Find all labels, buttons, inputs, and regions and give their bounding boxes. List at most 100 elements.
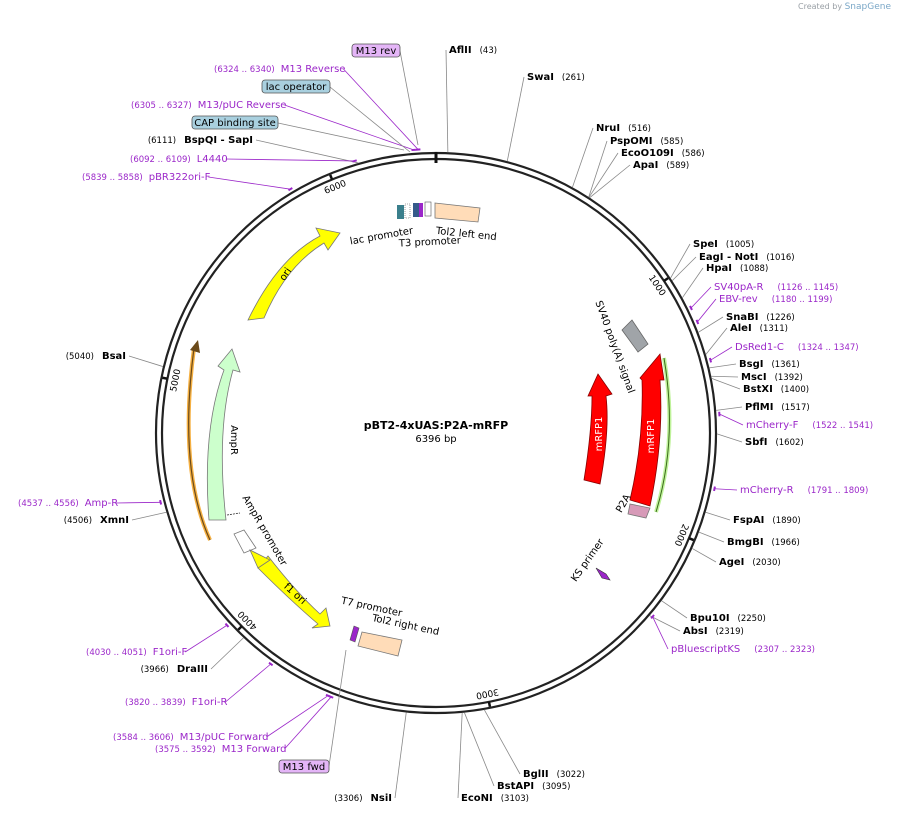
enzyme-aflii: AflII(43) (449, 45, 497, 56)
box-leader-line (277, 122, 405, 151)
enzyme-position: (589) (666, 161, 689, 171)
enzyme-name: SbfI (745, 437, 767, 448)
enzyme-bstxi: BstXI(1400) (743, 384, 809, 395)
primer-mark (713, 486, 716, 492)
enzyme-name: BsgI (739, 359, 763, 370)
primer-mark (328, 695, 334, 699)
enzyme-position: (1890) (772, 516, 800, 526)
tick-mark (663, 277, 669, 282)
enzyme-position: (1088) (740, 264, 768, 274)
enzyme-leader-line (457, 712, 463, 799)
tick-mark (162, 376, 168, 380)
enzyme-position: (516) (628, 124, 651, 134)
m13-rev-box-label: M13 rev (356, 46, 397, 57)
primer-name: pBR322ori-F (149, 172, 211, 183)
primer-leader-line (710, 346, 733, 361)
primer-range: (4030 .. 4051) (86, 648, 147, 658)
primer-leader-line (719, 413, 744, 426)
enzyme-name: Bpu10I (690, 613, 730, 624)
enzyme-agei: AgeI (2030) (719, 557, 781, 568)
enzyme-position: (1517) (781, 403, 809, 413)
primer-name: M13/pUC Reverse (198, 100, 287, 111)
primer-leader-line (225, 158, 355, 162)
primer-m13-forward: (3575 .. 3592)M13 Forward (155, 744, 286, 755)
enzyme-alei: AleI(1311) (730, 323, 788, 334)
enzyme-leader-line (711, 378, 741, 390)
ampr-label: AmpR (228, 425, 239, 455)
plasmid-name: pBT2-4xUAS:P2A-mRFP (364, 419, 508, 432)
enzyme-position: (1016) (766, 253, 794, 263)
enzyme-name: XmnI (100, 515, 129, 526)
primer-leader-line (116, 501, 161, 504)
enzyme-xmni: (4506) XmnI (64, 515, 129, 526)
f1-ori-arrow (257, 555, 331, 629)
tick-label: 3000 (475, 686, 500, 700)
enzyme-name: SnaBI (726, 312, 758, 323)
t7-promoter-mark (349, 625, 360, 643)
lac-operator-mark (413, 203, 419, 217)
cap-site-box-label: CAP binding site (194, 118, 276, 129)
enzyme-name: AflII (449, 45, 472, 56)
enzyme-position: (3306) (334, 794, 362, 804)
primer-dsred1-c: DsRed1-C (1324 .. 1347) (735, 342, 859, 353)
enzyme-bmgbi: BmgBI(1966) (727, 537, 800, 548)
primer-mark (268, 661, 274, 667)
primer-name: M13/pUC Forward (180, 732, 269, 743)
amp-r-primer-line (188, 347, 211, 541)
enzyme-leader-line (698, 316, 724, 333)
enzyme-bpu10i: Bpu10I (2250) (690, 613, 766, 624)
primer-mark (352, 159, 358, 163)
primer-leader-line (284, 104, 414, 151)
t3-promoter-label: T3 promoter (398, 235, 462, 249)
enzyme-leader-line (698, 531, 725, 543)
snapgene-credit: Created by SnapGene (798, 2, 891, 12)
primer-leader-line (184, 624, 228, 653)
tol2-right-label: Tol2 right end (370, 613, 440, 638)
tol2-left-arrow (434, 202, 481, 223)
primer-mark (159, 499, 163, 505)
primer-leader-line (652, 616, 669, 650)
tick-mark (237, 625, 243, 631)
enzyme-leader-line (506, 76, 525, 162)
primer-mark (287, 187, 293, 192)
primer-name: DsRed1-C (735, 342, 784, 353)
enzyme-name: AbsI (683, 626, 708, 637)
enzyme-position: (3095) (542, 782, 570, 792)
tick-label: 1000 (646, 274, 667, 299)
enzyme-position: (586) (682, 149, 705, 159)
primer-range: (6092 .. 6109) (130, 155, 191, 165)
f1-ori-head (249, 549, 271, 569)
enzyme-name: BspQI - SapI (184, 135, 253, 146)
sv40-box (621, 319, 649, 353)
primer-range: (1324 .. 1347) (798, 343, 859, 353)
leader-layer (116, 49, 744, 799)
primer-name: F1ori-F (153, 647, 188, 658)
primer-name: EBV-rev (719, 294, 758, 305)
enzyme-leader-line (682, 267, 704, 299)
primer-leader-line (284, 696, 332, 750)
enzyme-position: (1361) (771, 360, 799, 370)
primer-mcherry-f: mCherry-F(1522 .. 1541) (746, 420, 873, 431)
enzyme-pflmi: PflMI(1517) (745, 402, 810, 413)
enzyme-position: (261) (562, 73, 585, 83)
enzyme-leader-line (483, 709, 521, 775)
primer-pbluescriptks: pBluescriptKS(2307 .. 2323) (671, 644, 815, 655)
primer-sv40pa-r: SV40pA-R(1126 .. 1145) (714, 282, 838, 293)
enzyme-bglii: BglII(3022) (523, 769, 585, 780)
enzyme-position: (3022) (557, 770, 585, 780)
enzyme-name: FspAI (733, 515, 764, 526)
enzyme-eagi-noti: EagI - NotI(1016) (699, 252, 795, 263)
enzyme-leader-line (589, 164, 631, 199)
enzyme-position: (1311) (760, 324, 788, 334)
enzyme-position: (2250) (738, 614, 766, 624)
primer-name: M13 Reverse (281, 64, 346, 75)
enzyme-name: DraIII (177, 664, 208, 675)
primer-range: (3575 .. 3592) (155, 745, 216, 755)
primer-leader-line (225, 663, 272, 703)
enzyme-position: (2030) (752, 558, 780, 568)
enzyme-name: AgeI (719, 557, 744, 568)
m13-rev-box (351, 43, 401, 58)
credit-prefix: Created by (798, 2, 843, 11)
enzyme-econi: EcoNI(3103) (461, 793, 529, 804)
enzyme-position: (4506) (64, 516, 92, 526)
